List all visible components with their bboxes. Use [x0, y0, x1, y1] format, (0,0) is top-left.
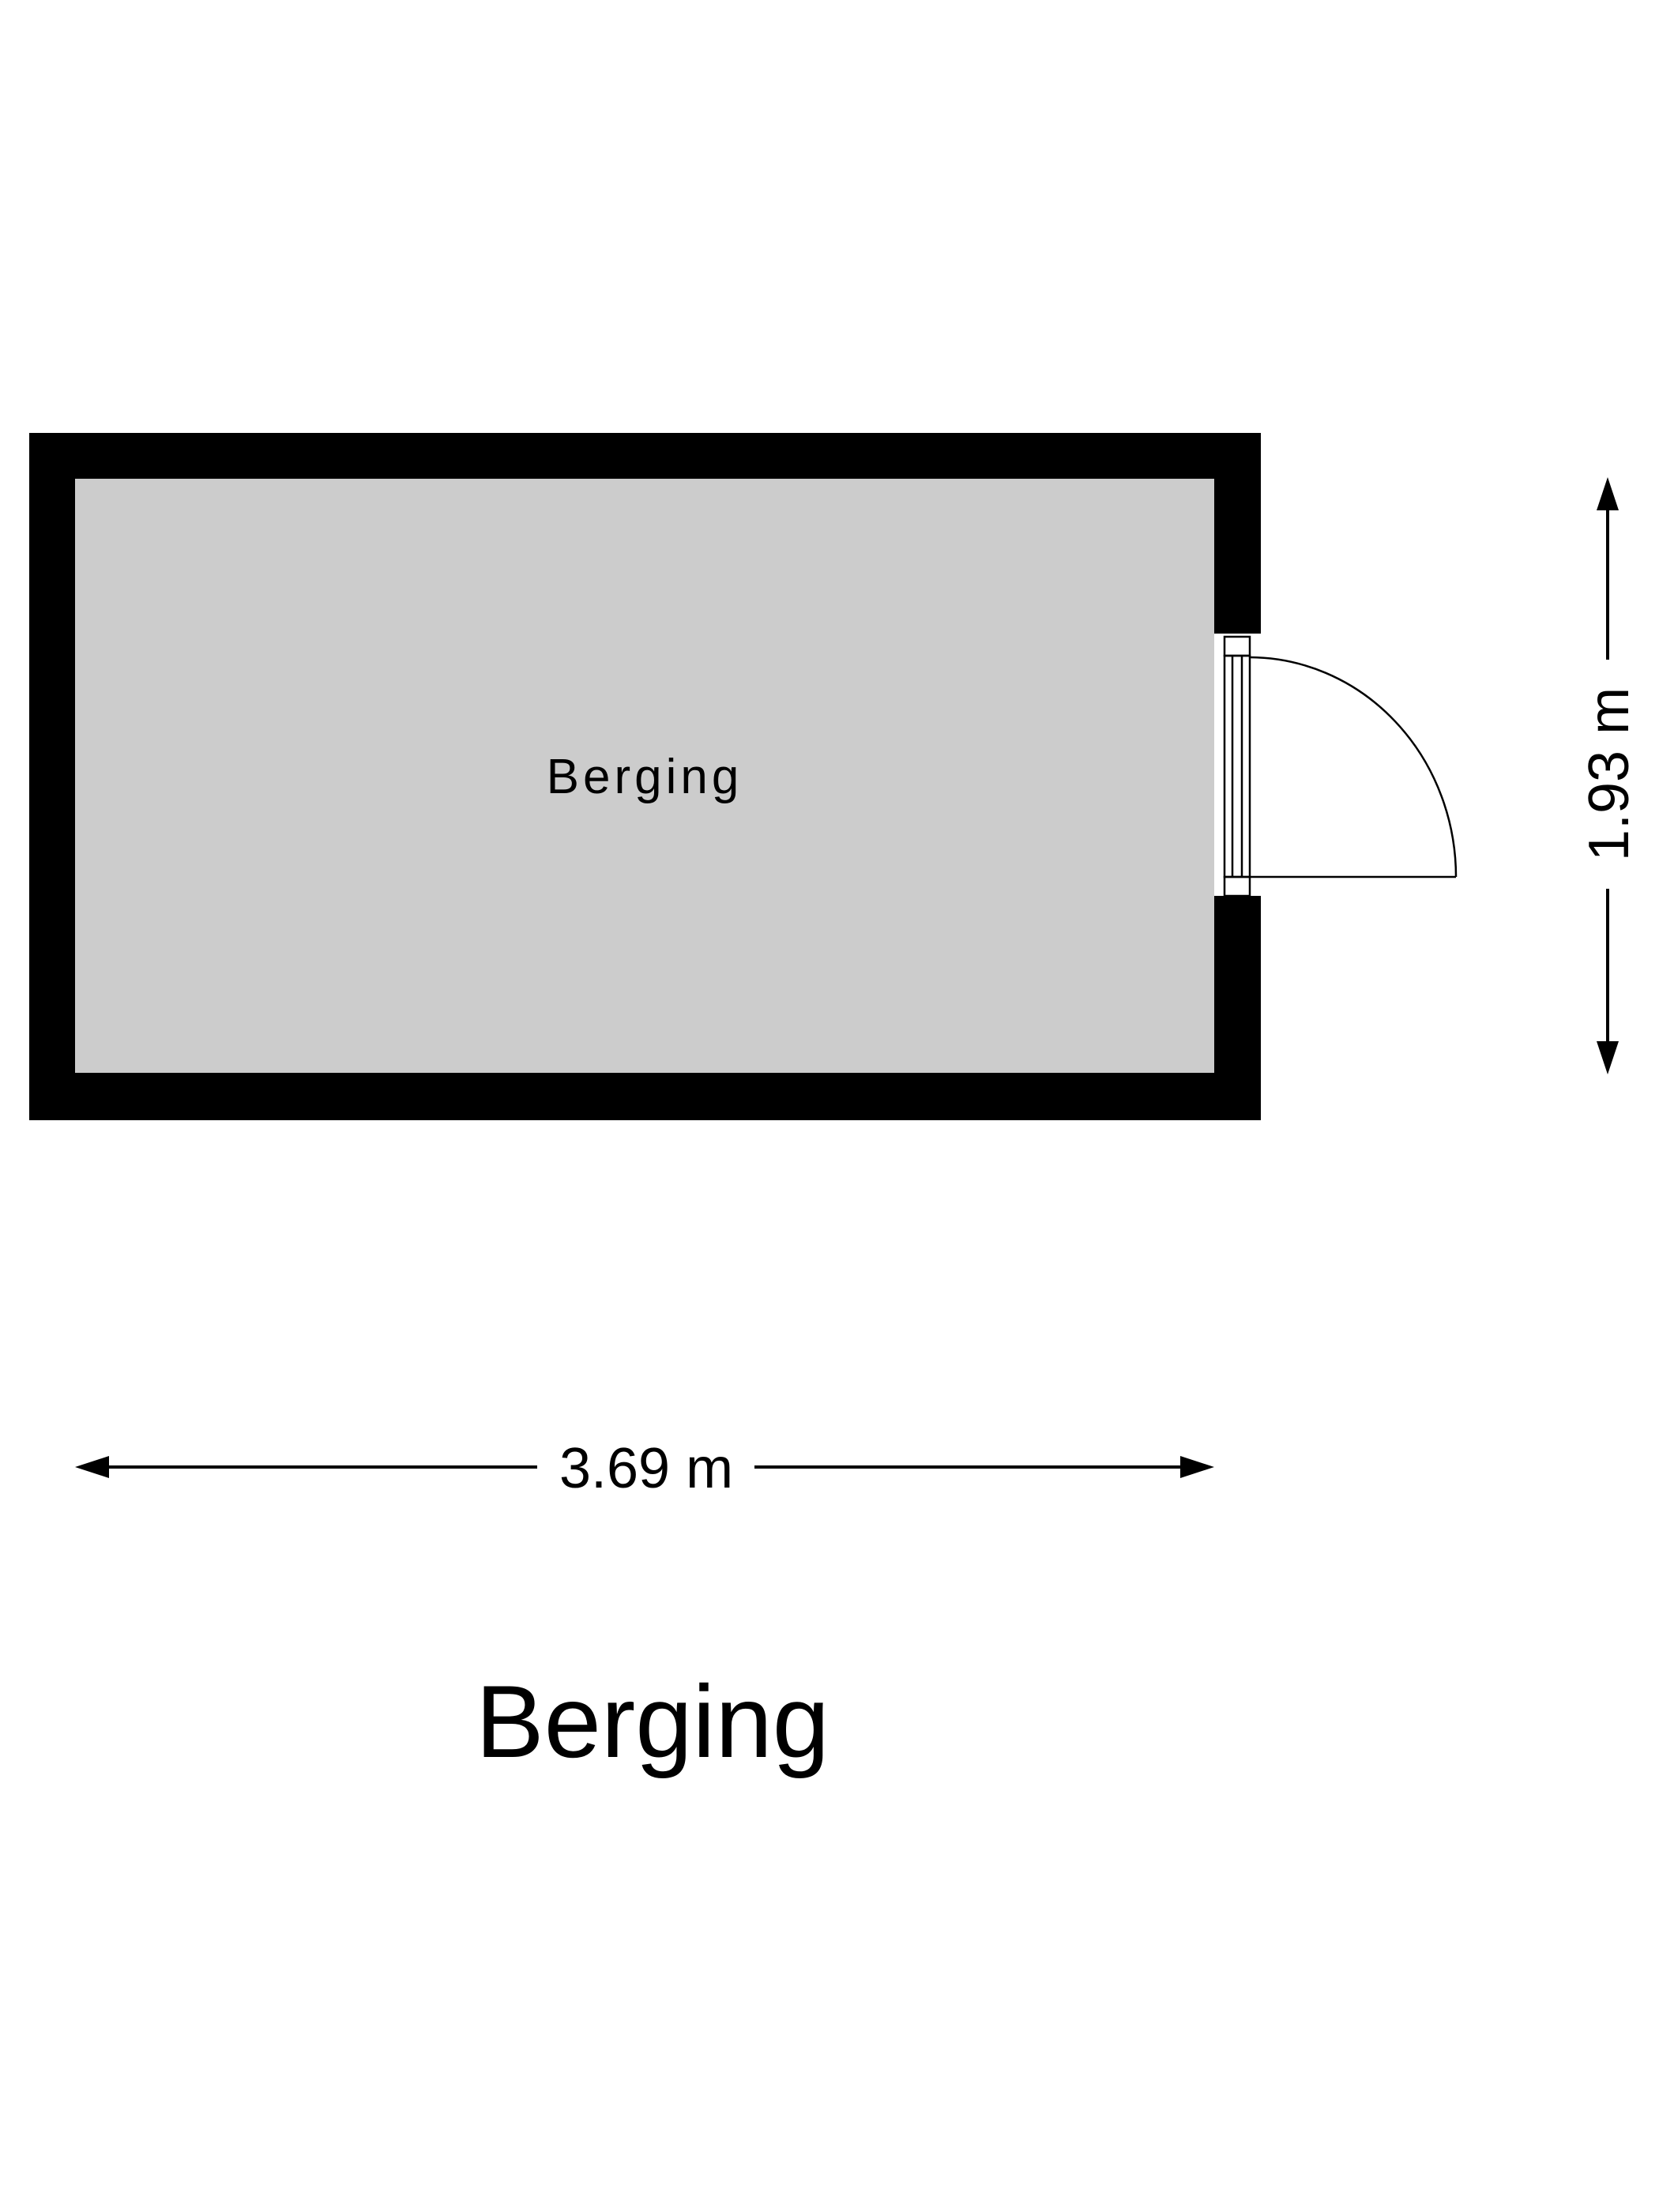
arrow-up-icon [1597, 477, 1619, 510]
width-dimension-label: 3.69 m [559, 1437, 733, 1500]
width-dimension: 3.69 m [75, 1437, 1214, 1500]
plan-title: Berging [476, 1664, 830, 1779]
room-label: Berging [547, 750, 743, 804]
door-swing-arc [1249, 656, 1458, 878]
door-threshold [1223, 654, 1251, 878]
height-dimension: 1.93 m [1578, 477, 1641, 1074]
room-floor [75, 479, 1214, 1073]
height-dimension-label: 1.93 m [1578, 687, 1641, 861]
walls [29, 433, 1262, 1120]
door [1223, 635, 1458, 897]
door-opening [1214, 634, 1262, 896]
arrow-left-icon [75, 1456, 109, 1478]
arrow-right-icon [1180, 1456, 1214, 1478]
arrow-down-icon [1597, 1041, 1619, 1074]
